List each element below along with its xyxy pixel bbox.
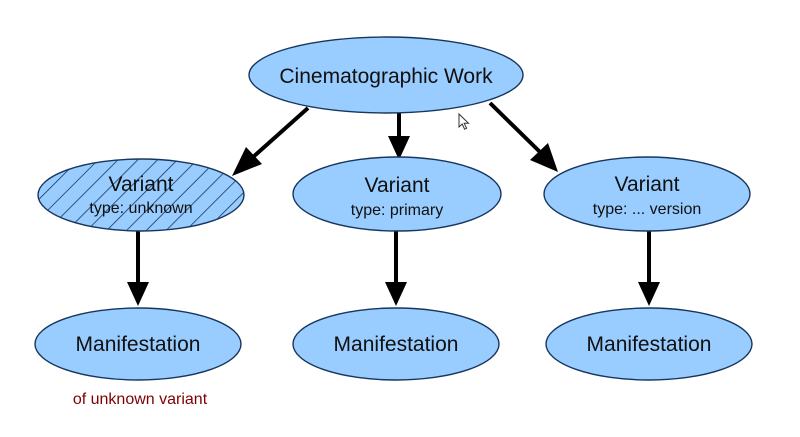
- variant-unknown-type: type: unknown: [89, 200, 192, 217]
- manifestation-version-label: Manifestation: [587, 333, 712, 356]
- node-manifestation-version: Manifestation: [545, 307, 753, 381]
- edge-root-to-variant-version: [488, 101, 558, 172]
- variant-version-type: type: ... version: [593, 201, 702, 218]
- node-variant-unknown: Variant type: unknown: [37, 158, 245, 232]
- node-manifestation-unknown: Manifestation: [34, 307, 242, 381]
- node-variant-primary: Variant type: primary: [292, 156, 502, 232]
- manifestation-primary-label: Manifestation: [334, 333, 459, 356]
- variant-version-label: Variant: [615, 173, 680, 196]
- node-variant-version: Variant type: ... version: [543, 156, 751, 232]
- node-cinematographic-work-label: Cinematographic Work: [279, 65, 493, 88]
- node-manifestation-primary: Manifestation: [292, 307, 500, 381]
- variant-primary-label: Variant: [365, 174, 430, 197]
- edges: [127, 101, 660, 306]
- node-cinematographic-work: Cinematographic Work: [248, 36, 524, 114]
- edge-variant-primary-to-manifestation: [385, 231, 407, 306]
- mouse-pointer-icon: [458, 112, 470, 130]
- manifestation-unknown-label: Manifestation: [76, 333, 201, 356]
- edge-root-to-variant-unknown: [232, 106, 310, 176]
- manifestation-unknown-caption: of unknown variant: [73, 391, 208, 408]
- variant-unknown-label: Variant: [109, 173, 174, 196]
- edge-variant-version-to-manifestation: [638, 231, 660, 306]
- edge-root-to-variant-primary: [388, 112, 410, 160]
- variant-primary-type: type: primary: [351, 202, 443, 219]
- edge-variant-unknown-to-manifestation: [127, 231, 149, 306]
